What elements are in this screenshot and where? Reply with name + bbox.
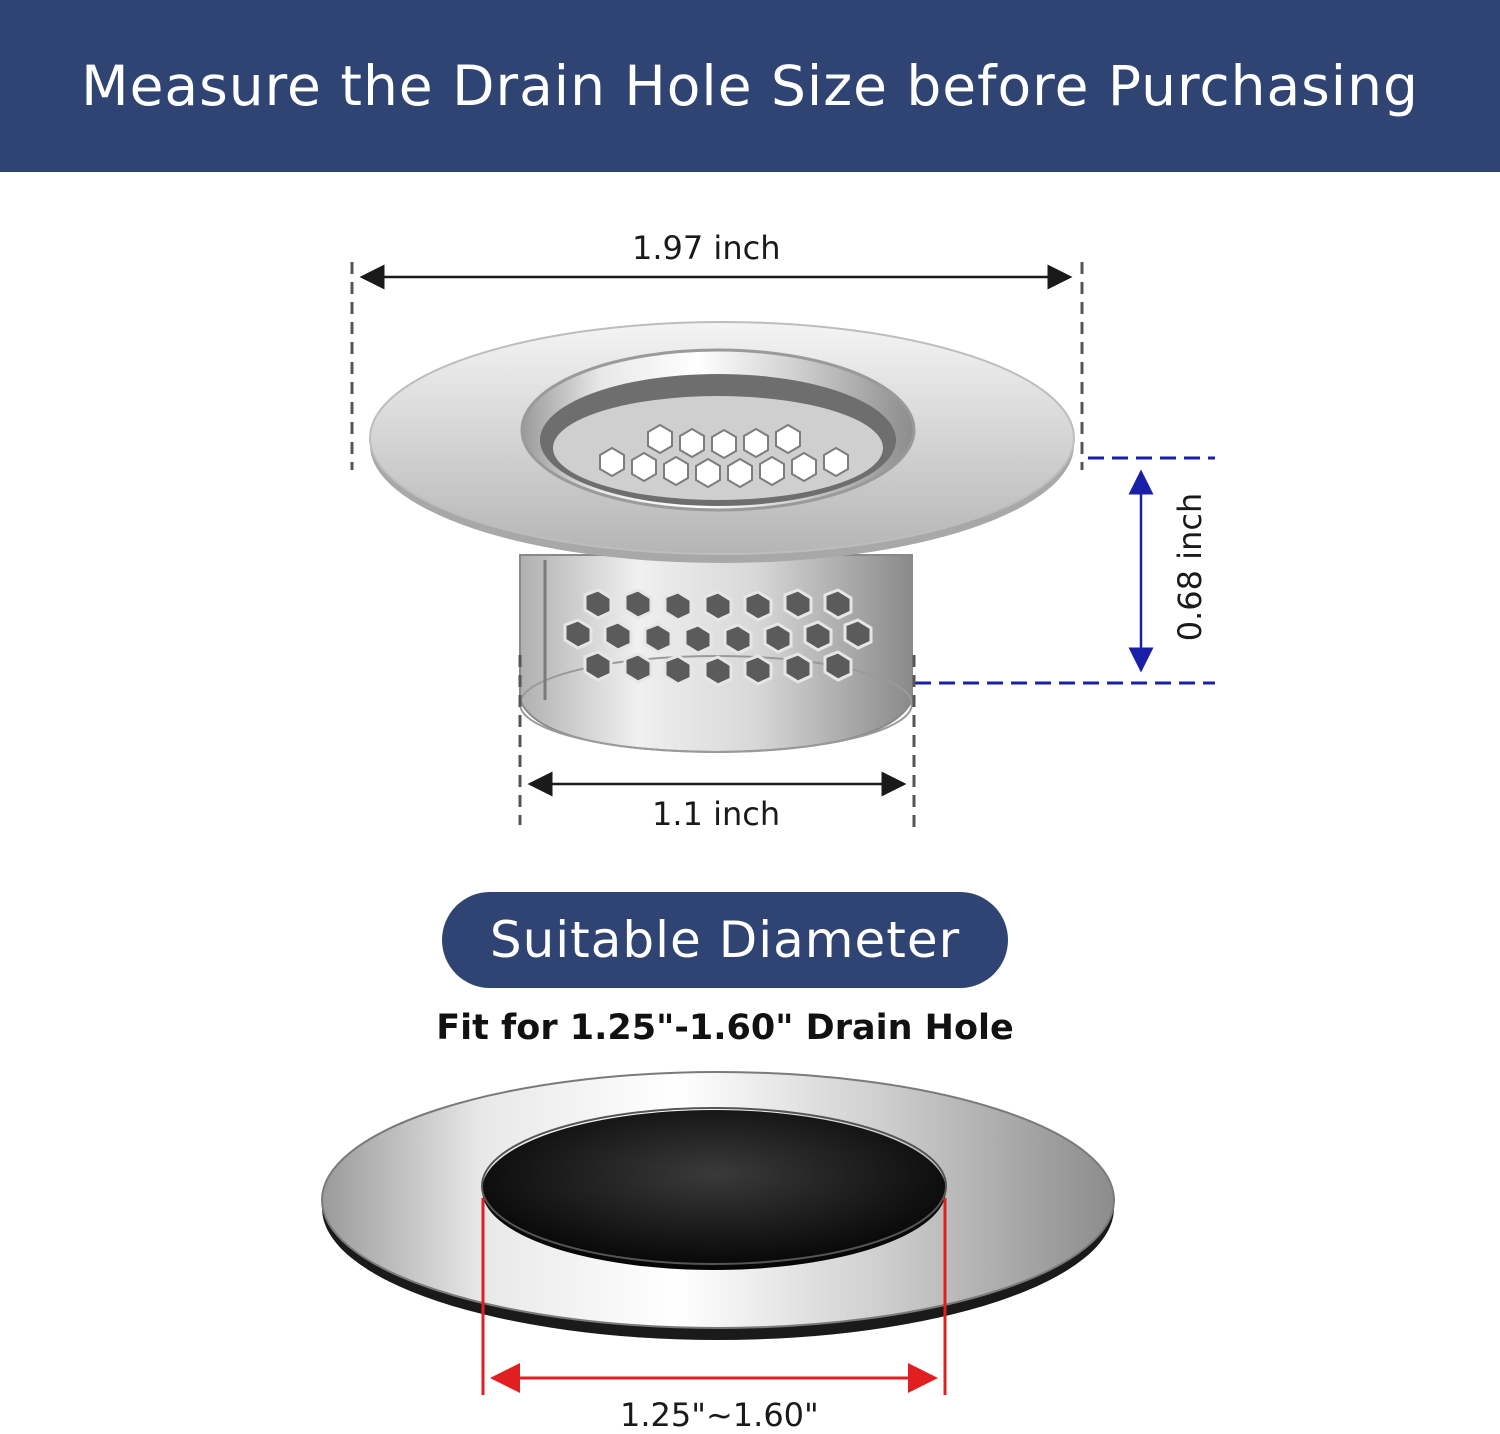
header-title: Measure the Drain Hole Size before Purch… [81, 54, 1419, 118]
basket-width-label: 1.1 inch [652, 795, 781, 833]
top-width-label: 1.97 inch [632, 229, 781, 267]
suitable-diameter-pill: Suitable Diameter [442, 892, 1008, 988]
drain-ring [321, 1071, 1115, 1340]
basket-width-dimension [518, 655, 916, 830]
fit-range-text: Fit for 1.25"-1.60" Drain Hole [436, 1008, 1014, 1048]
strainer-basket [519, 554, 913, 754]
height-dimension [915, 456, 1215, 685]
suitable-diameter-label: Suitable Diameter [489, 911, 961, 969]
top-width-dimension [350, 262, 1084, 470]
range-dimension [481, 1198, 947, 1395]
strainer-flange [369, 321, 1075, 563]
range-label: 1.25"~1.60" [620, 1396, 819, 1434]
header-banner: Measure the Drain Hole Size before Purch… [0, 0, 1500, 172]
height-label: 0.68 inch [1171, 492, 1209, 642]
